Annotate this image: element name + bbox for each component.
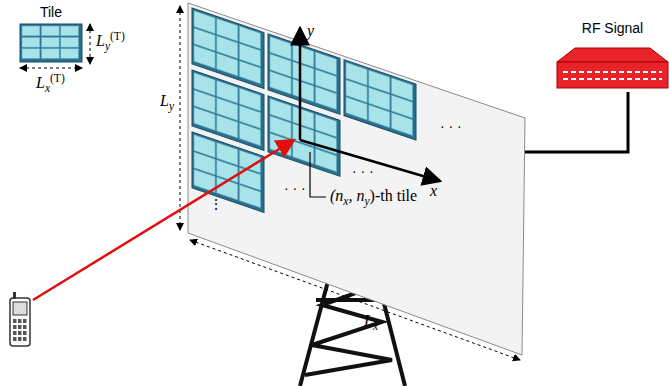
- label-text: x: [343, 195, 348, 207]
- node-heading: RF Signal: [557, 20, 668, 36]
- tile-ly-dimension: [90, 24, 91, 64]
- x-axis: [300, 140, 440, 181]
- label-text: x: [430, 182, 437, 199]
- axis-label: x: [430, 182, 437, 200]
- signal-ray: [33, 140, 294, 300]
- rf-source-box: RF Signal: [557, 20, 668, 36]
- label-text: , n: [348, 187, 364, 204]
- leader-line: [310, 152, 326, 197]
- tile-array: [192, 8, 416, 264]
- axis-label: y: [307, 22, 314, 40]
- lx-dimension: [190, 240, 520, 360]
- phone-icon: [10, 292, 30, 346]
- label-text: (n: [330, 187, 343, 204]
- label-text: y: [169, 100, 174, 112]
- label-text: L: [160, 92, 169, 109]
- label-text: x: [45, 82, 50, 94]
- label-text: y: [307, 22, 314, 39]
- tile-icon: [20, 24, 82, 62]
- ellipsis: ⋮: [209, 196, 223, 212]
- feed-wire: [525, 92, 628, 152]
- height-label: Ly: [160, 92, 174, 112]
- tile-height-label: Ly(T): [96, 30, 125, 52]
- label-text: L: [36, 74, 45, 91]
- label-text: · · ·: [440, 118, 462, 134]
- label-text: ⋮: [209, 196, 223, 212]
- panel: [188, 3, 525, 355]
- label-text: )-th tile: [370, 187, 418, 204]
- ellipsis: · · ·: [352, 163, 374, 179]
- ly-dimension: [180, 6, 181, 230]
- width-label: Lx: [364, 312, 378, 332]
- tile-index-label: (nx, ny)-th tile: [330, 187, 417, 207]
- label-text: y: [105, 40, 110, 52]
- ellipsis: · · ·: [284, 180, 306, 196]
- label-text: (T): [110, 30, 125, 42]
- label-text: y: [364, 195, 369, 207]
- label-text: · · ·: [284, 180, 306, 196]
- label-text: L: [96, 32, 105, 49]
- tile-icon-box: Tile: [20, 4, 82, 20]
- label-text: · · ·: [352, 163, 374, 179]
- label-text: x: [373, 320, 378, 332]
- node-heading: Tile: [20, 4, 82, 20]
- ellipsis: · · ·: [440, 118, 462, 134]
- y-axis: [299, 28, 302, 140]
- tile-lx-dimension: [20, 68, 82, 69]
- label-text: L: [364, 312, 373, 329]
- tile-width-label: Lx(T): [36, 72, 65, 94]
- label-text: (T): [50, 72, 65, 84]
- rf-router: [557, 48, 668, 88]
